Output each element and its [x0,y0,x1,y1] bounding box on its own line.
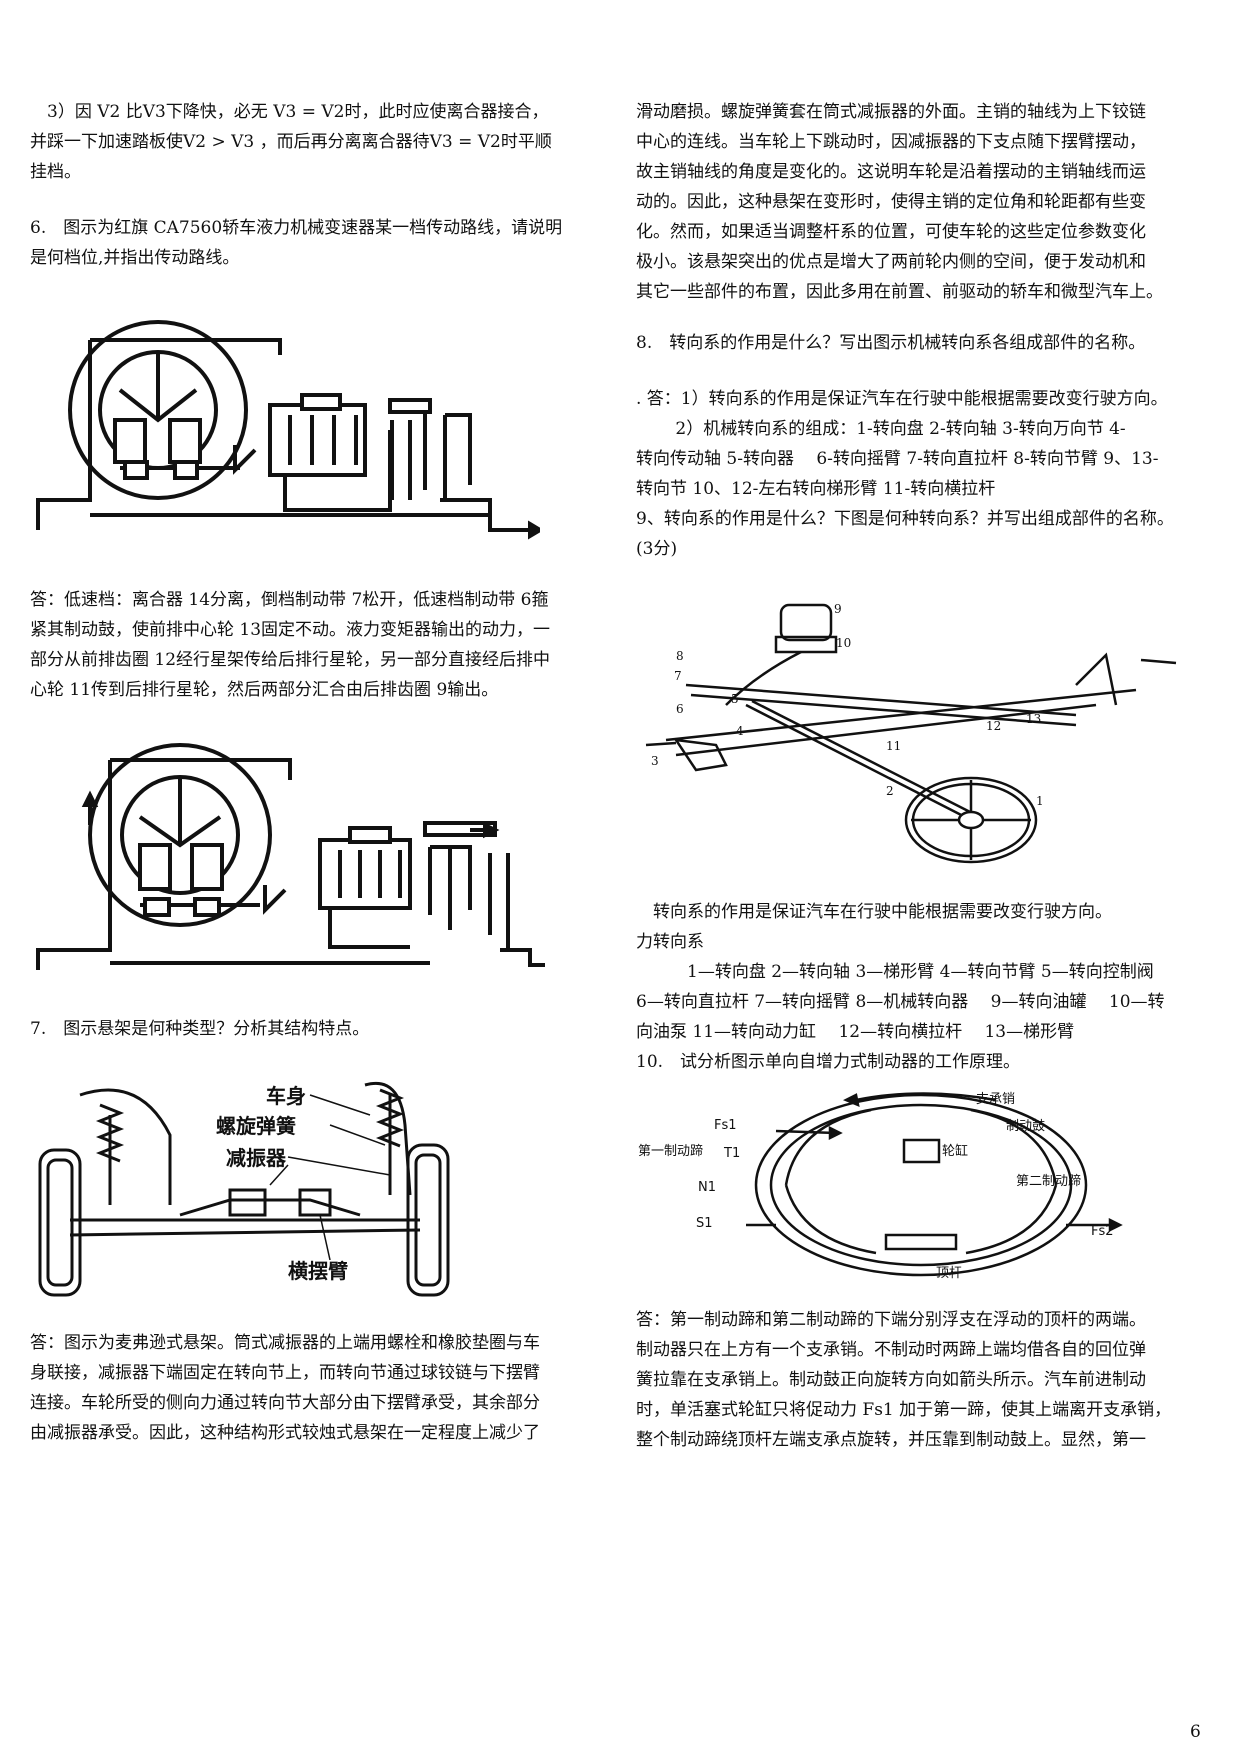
label-fs2: Fs2 [1091,1224,1114,1239]
label-pin: 支承销 [976,1092,1015,1107]
answer-10: 答：第一制动蹄和第二制动蹄的下端分别浮支在浮动的顶杆的两端。 制动器只在上方有一… [636,1305,1171,1455]
part-number: 12 [986,719,1001,733]
text-line: 转向节 10、12-左右转向梯形臂 11-转向横拉杆 [636,479,996,499]
text-line: 部分从前排齿圈 12经行星架传给后排行星轮，另一部分直接经后排中 [30,650,551,670]
text-line: 紧其制动鼓，使前排中心轮 13固定不动。液力变矩器输出的动力，一 [30,620,551,640]
part-number: 6 [676,702,684,716]
part-number: 5 [731,692,739,706]
label-body: 车身 [266,1084,306,1108]
text-line: . 答：1）转向系的作用是保证汽车在行驶中能根据需要改变行驶方向。 [636,389,1168,409]
label-spring: 螺旋弹簧 [216,1114,296,1138]
transmission-diagram-2 [30,735,550,975]
label-s1: S1 [696,1216,713,1231]
text-line: 答：第一制动蹄和第二制动蹄的下端分别浮支在浮动的顶杆的两端。 [636,1310,1146,1330]
text-line: 8. 转向系的作用是什么？写出图示机械转向系各组成部件的名称。 [636,333,1146,353]
text-line: 极小。该悬架突出的优点是增大了两前轮内侧的空间，便于发动机和 [636,252,1146,272]
text-line: 向油泵 11—转向动力缸 12—转向横拉杆 13—梯形臂 [636,1022,1075,1042]
text-line: 3）因 V2 比V3下降快，必无 V3 = V2时，此时应使离合器接合， [30,102,549,122]
answer-7: 答：图示为麦弗逊式悬架。筒式减振器的上端用螺栓和橡胶垫圈与车 身联接，减振器下端… [30,1328,540,1448]
text-line: 整个制动蹄绕顶杆左端支承点旋转，并压靠到制动鼓上。显然，第一 [636,1430,1146,1450]
text-line: 答：图示为麦弗逊式悬架。筒式减振器的上端用螺栓和橡胶垫圈与车 [30,1333,540,1353]
part-number: 11 [886,739,901,753]
text-line: 转向系的作用是保证汽车在行驶中能根据需要改变行驶方向。 [636,902,1112,922]
text-line: 制动器只在上方有一个支承销。不制动时两蹄上端均借各自的回位弹 [636,1340,1146,1360]
text-line: 簧拉靠在支承销上。制动鼓正向旋转方向如箭头所示。汽车前进制动 [636,1370,1146,1390]
part-number: 1 [1036,794,1044,808]
transmission-diagram-1 [30,300,540,550]
page-number: 6 [1190,1722,1201,1742]
label-fs1: Fs1 [714,1118,737,1133]
part-number: 4 [736,724,744,738]
answer-6: 答：低速档：离合器 14分离，倒档制动带 7松开，低速档制动带 6箍 紧其制动鼓… [30,585,550,705]
text-line: 滑动磨损。螺旋弹簧套在筒式减振器的外面。主销的轴线为上下铰链 [636,102,1146,122]
part-number: 9 [834,602,842,616]
text-line: 中心的连线。当车轮上下跳动时，因减振器的下支点随下摆臂摆动， [636,132,1146,152]
label-t1: T1 [723,1146,740,1161]
paragraph-clutch-note: 3）因 V2 比V3下降快，必无 V3 = V2时，此时应使离合器接合， 并踩一… [30,97,552,187]
text-line: 力转向系 [636,932,704,952]
label-arm: 横摆臂 [288,1259,348,1283]
part-number: 3 [651,754,659,768]
text-line: 是何档位,并指出传动路线。 [30,248,240,268]
part-number: 7 [674,669,682,683]
text-line: 心轮 11传到后排行星轮，然后两部分汇合由后排齿圈 9输出。 [30,680,499,700]
label-shoe1: 第一制动蹄 [638,1143,703,1159]
text-line: 时，单活塞式轮缸只将促动力 Fs1 加于第一蹄，使其上端离开支承销， [636,1400,1172,1420]
text-line: 连接。车轮所受的侧向力通过转向节大部分由下摆臂承受，其余部分 [30,1393,540,1413]
servo-brake-diagram: 支承销 制动鼓 Fs1 第一制动蹄 T1 轮缸 N1 第二制动蹄 S1 Fs2 … [636,1085,1196,1285]
text-line: 答：低速档：离合器 14分离，倒档制动带 7松开，低速档制动带 6箍 [30,590,549,610]
part-number: 10 [836,636,851,650]
text-line: 身联接，减振器下端固定在转向节上，而转向节通过球铰链与下摆臂 [30,1363,540,1383]
question-8: 8. 转向系的作用是什么？写出图示机械转向系各组成部件的名称。 [636,328,1145,358]
question-7: 7. 图示悬架是何种类型？分析其结构特点。 [30,1014,369,1044]
text-line: 1—转向盘 2—转向轴 3—梯形臂 4—转向节臂 5—转向控制阀 [636,962,1154,982]
label-cylinder: 轮缸 [942,1143,968,1159]
label-damper: 减振器 [226,1146,287,1170]
text-line: 转向传动轴 5-转向器 6-转向摇臂 7-转向直拉杆 8-转向节臂 9、13- [636,449,1159,469]
text-line: 由减振器承受。因此，这种结构形式较烛式悬架在一定程度上减少了 [30,1423,540,1443]
text-line: 化。然而，如果适当调整杆系的位置，可使车轮的这些定位参数变化 [636,222,1146,242]
label-shoe2: 第二制动蹄 [1016,1173,1081,1189]
text-line: 并踩一下加速踏板使V2 > V3 ，而后再分离离合器待V3 = V2时平顺 [30,132,552,152]
macpherson-suspension-diagram: 车身 螺旋弹簧 减振器 横摆臂 [30,1075,550,1305]
text-line: 挂档。 [30,162,81,182]
part-number: 13 [1026,712,1041,726]
text-line: 动的。因此，这种悬架在变形时，使得主销的定位角和轮距都有些变 [636,192,1146,212]
text-line: 7. 图示悬架是何种类型？分析其结构特点。 [30,1019,370,1039]
power-steering-diagram: 9 10 8 7 6 5 4 3 2 1 11 12 13 [636,595,1196,895]
paragraph-suspension-cont: 滑动磨损。螺旋弹簧套在筒式减振器的外面。主销的轴线为上下铰链 中心的连线。当车轮… [636,97,1163,307]
text-line: 其它一些部件的布置，因此多用在前置、前驱动的轿车和微型汽车上。 [636,282,1163,302]
answer-9: 转向系的作用是保证汽车在行驶中能根据需要改变行驶方向。 力转向系 1—转向盘 2… [636,897,1165,1077]
label-rod: 顶杆 [936,1266,962,1281]
text-line: 2）机械转向系的组成：1-转向盘 2-转向轴 3-转向万向节 4- [636,419,1126,439]
question-6: 6. 图示为红旗 CA7560轿车液力机械变速器某一档传动路线，请说明 是何档位… [30,213,562,273]
text-line: 9、转向系的作用是什么？下图是何种转向系？并写出组成部件的名称。 [636,509,1174,529]
text-line: 故主销轴线的角度是变化的。这说明车轮是沿着摆动的主销轴线而运 [636,162,1146,182]
label-drum: 制动鼓 [1006,1119,1045,1134]
text-line: 6. 图示为红旗 CA7560轿车液力机械变速器某一档传动路线，请说明 [30,218,563,238]
text-line: 6—转向直拉杆 7—转向摇臂 8—机械转向器 9—转向油罐 10—转 [636,992,1165,1012]
text-line: 10. 试分析图示单向自增力式制动器的工作原理。 [636,1052,1021,1072]
part-number: 2 [886,784,894,798]
answer-8: . 答：1）转向系的作用是保证汽车在行驶中能根据需要改变行驶方向。 2）机械转向… [636,384,1174,564]
part-number: 8 [676,649,684,663]
text-line: (3分) [636,539,678,559]
label-n1: N1 [698,1180,716,1195]
